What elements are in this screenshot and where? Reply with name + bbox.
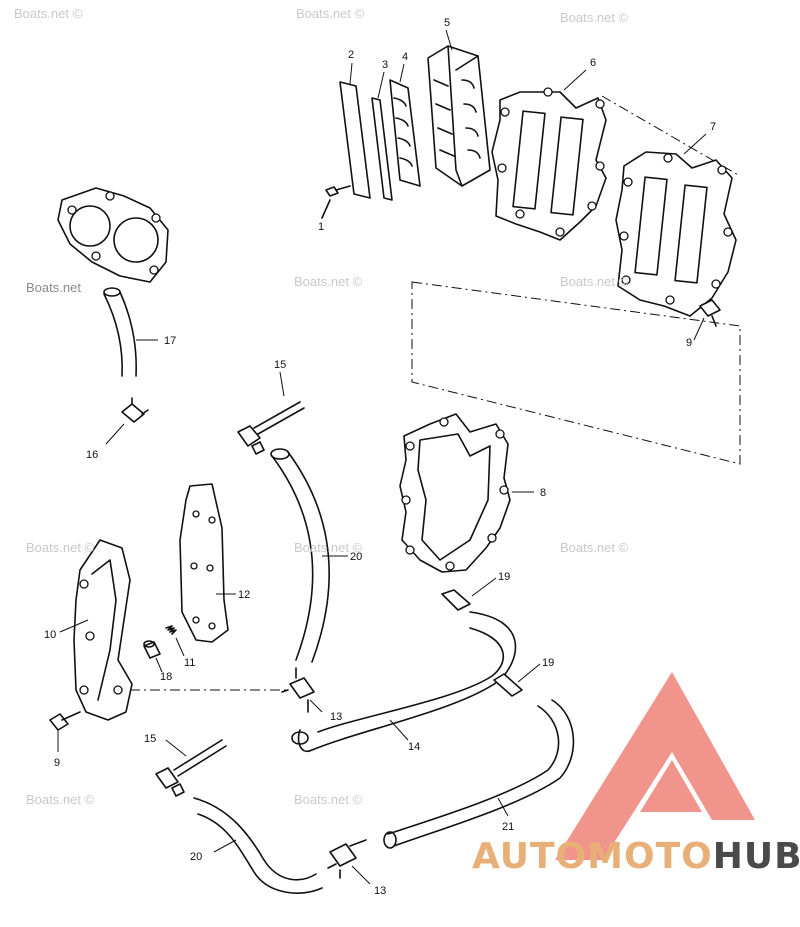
part-14-hose [291, 611, 517, 753]
part-16-fitting [105, 397, 149, 445]
callout-label: 20 [190, 851, 202, 863]
logo-text: AUTOMOTOHUB [472, 836, 800, 877]
callout-label: 12 [238, 589, 250, 601]
callout-label: 7 [710, 121, 716, 133]
part-15-elbow-upper [237, 371, 305, 455]
part-19-fitting-upper [441, 577, 497, 611]
watermark: Boats.net © [294, 540, 363, 555]
callout-label: 3 [382, 59, 388, 71]
callout-label: 21 [502, 821, 514, 833]
callout-label: 18 [160, 671, 172, 683]
callout-label: 15 [274, 359, 286, 371]
logo-text-part1: AUTOMOTO [472, 836, 713, 877]
part-12-plate [179, 483, 236, 643]
part-21-hose [383, 699, 575, 849]
watermark: Boats.net © [294, 792, 363, 807]
part-10-bracket [59, 539, 133, 721]
part-19-fitting-lower [493, 663, 541, 697]
part-5-reed-block [427, 29, 491, 187]
callout-label: 19 [498, 571, 510, 583]
watermark: Boats.net [26, 280, 81, 295]
logo-text-part2: HUB [712, 836, 800, 877]
callout-label: 2 [348, 49, 354, 61]
callout-label: 10 [44, 629, 56, 641]
logo-triangle [555, 672, 755, 860]
watermark: Boats.net © [14, 6, 83, 21]
callout-label: 15 [144, 733, 156, 745]
callout-label: 16 [86, 449, 98, 461]
callout-label: 9 [686, 337, 692, 349]
alignment-lines [130, 95, 741, 691]
callout-label: 11 [184, 657, 195, 669]
callout-label: 14 [408, 741, 420, 753]
part-9-screw-upper [693, 299, 721, 341]
callout-label: 6 [590, 57, 596, 69]
part-18-bushing [143, 640, 163, 673]
part-3-reed-stop [371, 71, 393, 201]
exhaust-cover [57, 187, 169, 283]
callout-label: 20 [350, 551, 362, 563]
part-15-elbow-lower [155, 739, 227, 797]
watermark: Boats.net © [296, 6, 365, 21]
callout-label: 5 [444, 17, 450, 29]
part-17-hose [103, 287, 158, 377]
part-6-gasket [491, 69, 607, 241]
callout-label: 9 [54, 757, 60, 769]
callout-label: 19 [542, 657, 554, 669]
watermark: Boats.net © [294, 274, 363, 289]
watermark: Boats.net © [26, 792, 95, 807]
part-20-hose-upper [270, 448, 348, 663]
part-2-reed-plate [339, 62, 371, 199]
callout-labels: 1 2 3 4 5 6 7 8 9 9 10 11 12 13 13 14 15… [44, 17, 716, 897]
part-13-tee-lower [327, 839, 371, 885]
callout-label: 13 [374, 885, 386, 897]
watermark: Boats.net © [26, 540, 95, 555]
part-11-spring [165, 625, 185, 657]
part-20-hose-lower [193, 797, 323, 894]
part-13-tee-upper [281, 667, 323, 713]
part-8-gasket [399, 413, 534, 573]
part-1-screw [321, 185, 351, 219]
callout-label: 1 [318, 221, 324, 233]
watermark: Boats.net © [560, 10, 629, 25]
callout-label: 13 [330, 711, 342, 723]
callout-label: 8 [540, 487, 546, 499]
part-9-screw-lower [49, 711, 81, 752]
part-7-gasket [615, 133, 737, 317]
callout-label: 4 [402, 51, 408, 63]
callout-label: 17 [164, 335, 176, 347]
part-4-reed-petals [389, 63, 421, 187]
watermark: Boats.net © [560, 274, 629, 289]
watermark: Boats.net © [560, 540, 629, 555]
